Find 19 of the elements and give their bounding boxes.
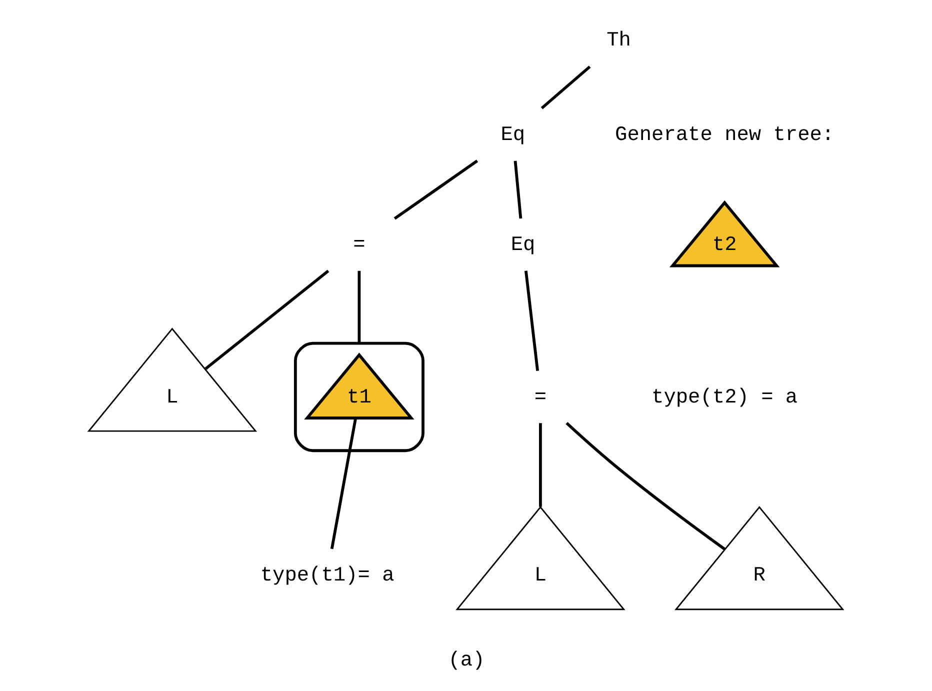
- node-text: Th: [606, 30, 630, 53]
- node-text: type(t1)= a: [260, 564, 394, 588]
- connector: [565, 422, 726, 550]
- node-text: Eq: [500, 124, 525, 147]
- node-text: =: [534, 386, 546, 410]
- connector: [204, 270, 329, 370]
- caption: (a): [448, 649, 484, 672]
- connector: [538, 423, 542, 507]
- connector: [524, 270, 539, 371]
- node-text: Eq: [510, 234, 535, 258]
- node-text: =: [352, 234, 365, 258]
- label: Generate new tree:: [614, 124, 834, 147]
- connector: [393, 160, 478, 220]
- connector: [357, 270, 360, 344]
- connector: [330, 418, 356, 550]
- cluster: [293, 342, 424, 452]
- label: type(t2) = a: [651, 386, 798, 410]
- connector: [540, 66, 590, 110]
- connector: [513, 160, 522, 219]
